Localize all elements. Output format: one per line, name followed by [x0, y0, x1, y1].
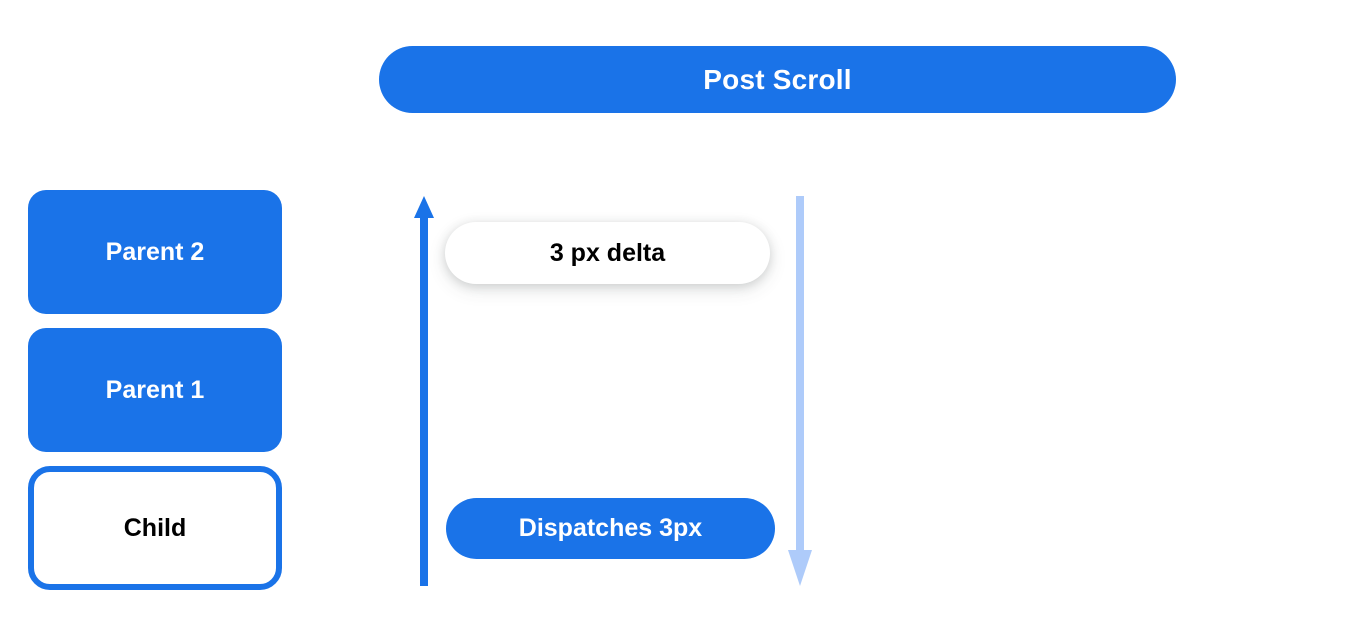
scroll-down-arrow-icon [786, 196, 814, 591]
delta-annotation-label: 3 px delta [549, 238, 666, 267]
stack-box-child-label: Child [123, 513, 187, 542]
element-stack: Parent 2 Parent 1 Child [28, 190, 282, 590]
delta-annotation-pill: 3 px delta [445, 222, 770, 284]
post-scroll-header-label: Post Scroll [703, 63, 852, 95]
stack-box-parent-1-label: Parent 1 [105, 375, 205, 404]
stack-gap-2 [28, 452, 282, 466]
post-scroll-header-bar: Post Scroll [379, 46, 1176, 113]
dispatch-annotation-label: Dispatches 3px [518, 514, 703, 542]
stack-box-parent-1: Parent 1 [28, 328, 282, 452]
bubble-up-arrow-icon [412, 196, 436, 591]
stack-gap-1 [28, 314, 282, 328]
stack-box-parent-2-label: Parent 2 [105, 237, 205, 266]
stack-box-child: Child [28, 466, 282, 590]
stack-box-parent-2: Parent 2 [28, 190, 282, 314]
dispatch-annotation-pill: Dispatches 3px [446, 498, 775, 559]
